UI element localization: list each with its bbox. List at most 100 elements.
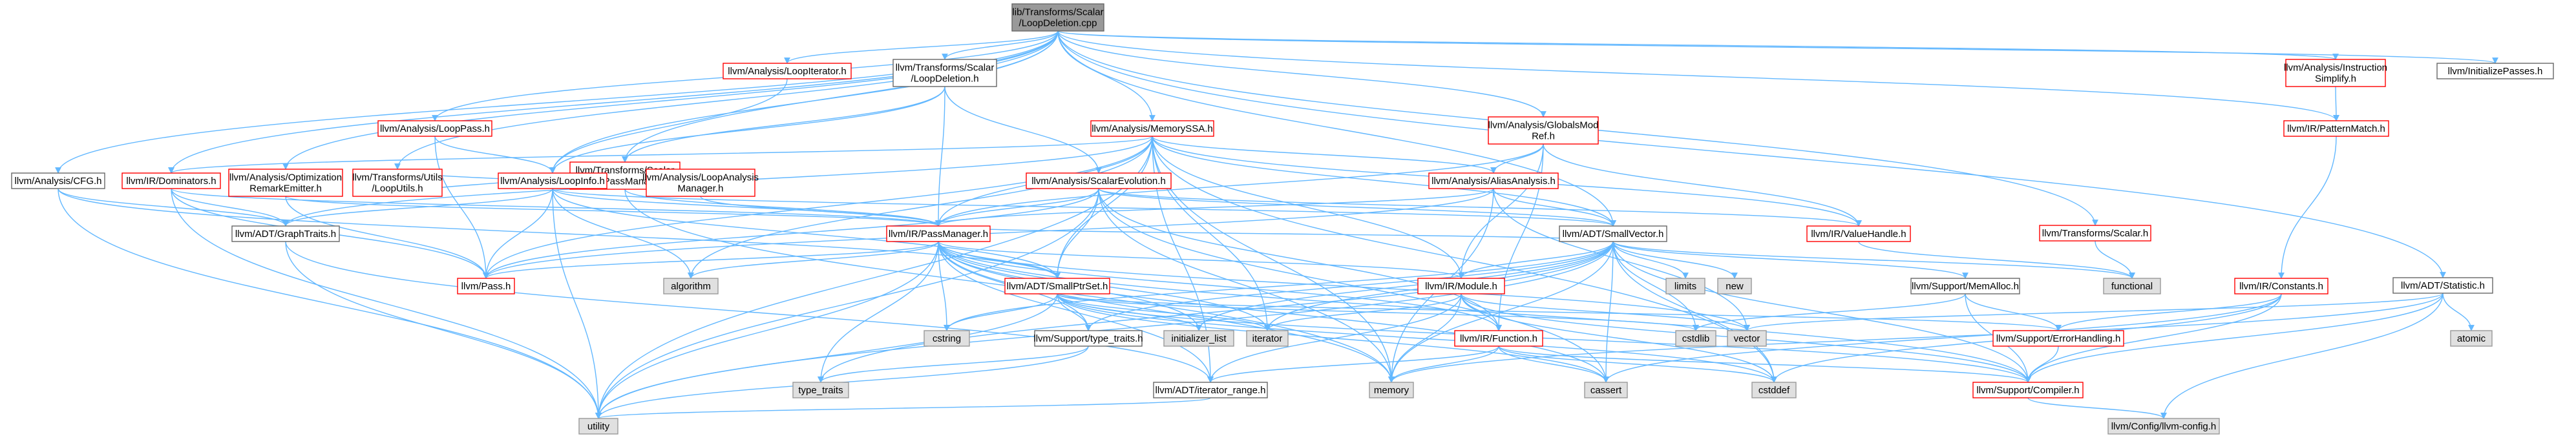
edge-loopdel-to-looppm — [622, 86, 945, 163]
node-compiler[interactable]: llvm/Support/Compiler.h — [1972, 382, 2084, 398]
edge-function-to-iterrange — [1207, 345, 1499, 383]
node-box — [924, 330, 970, 347]
node-box — [2107, 418, 2220, 435]
edge-constants-to-errhandling — [2055, 293, 2282, 331]
node-function[interactable]: llvm/IR/Function.h — [1454, 330, 1543, 347]
edge-globalsmod-to-module — [1458, 143, 1544, 279]
node-looputils[interactable]: llvm/Transforms/Utils/LoopUtils.h — [352, 169, 443, 197]
node-loopdel[interactable]: llvm/Transforms/Scalar/LoopDeletion.h — [892, 59, 997, 87]
edge-loopam-to-passmgr — [700, 196, 942, 227]
edge-module-to-iterator — [1264, 293, 1462, 331]
node-box — [1090, 120, 1214, 137]
edge-root-to-loopinfo — [549, 30, 1059, 174]
node-pass[interactable]: llvm/Pass.h — [457, 278, 515, 294]
node-smallptrset[interactable]: llvm/ADT/SmallPtrSet.h — [1004, 278, 1110, 294]
node-box — [1026, 172, 1172, 189]
node-valuehandle[interactable]: llvm/IR/ValueHandle.h — [1806, 225, 1911, 242]
node-label: llvm/Analysis/LoopAnalysis — [642, 172, 759, 183]
node-scev[interactable]: llvm/Analysis/ScalarEvolution.h — [1026, 172, 1172, 189]
edge-passmgr-to-type_traits — [818, 241, 939, 383]
node-looppass[interactable]: llvm/Analysis/LoopPass.h — [377, 120, 492, 137]
edge-graphtraits-to-iterrange — [285, 241, 1214, 383]
node-statistic[interactable]: llvm/ADT/Statistic.h — [2392, 277, 2493, 294]
node-box — [1992, 330, 2124, 347]
node-label: llvm/IR/Dominators.h — [126, 176, 216, 187]
node-box — [1034, 330, 1143, 347]
edge-memssa-to-dominators — [168, 136, 1153, 174]
node-aa[interactable]: llvm/Analysis/AliasAnalysis.h — [1428, 172, 1559, 189]
node-box — [892, 59, 997, 87]
node-initpasses[interactable]: llvm/InitializePasses.h — [2436, 63, 2554, 79]
edge-loopinfo-to-algorithm — [552, 188, 694, 279]
node-cstdlib: cstdlib — [1675, 330, 1716, 347]
node-label: iterator — [1252, 333, 1283, 344]
edge-smallptrset-to-cstddef — [1057, 293, 1777, 383]
node-functional: functional — [2103, 278, 2161, 294]
edge-smallptrset-to-typetraits_h — [1057, 293, 1092, 331]
node-typetraits_h[interactable]: llvm/Support/type_traits.h — [1033, 330, 1143, 347]
node-cassert: cassert — [1584, 382, 1628, 398]
edge-memssa-to-utility — [595, 136, 1153, 419]
node-box — [2285, 59, 2386, 87]
edge-looppass-to-loopinfo — [434, 136, 556, 174]
nodes-layer: lib/Transforms/Scalar/LoopDeletion.cpp ll… — [11, 3, 2554, 435]
node-box — [663, 278, 719, 294]
node-patmatch[interactable]: llvm/IR/PatternMatch.h — [2283, 120, 2389, 137]
node-box — [352, 169, 443, 197]
node-root: lib/Transforms/Scalar/LoopDeletion.cpp — [1011, 3, 1104, 32]
node-transscalar[interactable]: llvm/Transforms/Scalar.h — [2039, 225, 2151, 242]
node-memory: memory — [1369, 382, 1414, 398]
node-cstddef: cstddef — [1751, 382, 1797, 398]
node-label: initializer_list — [1171, 333, 1227, 344]
node-optremark[interactable]: llvm/Analysis/OptimizationRemarkEmitter.… — [228, 169, 343, 197]
edge-passmgr-to-cstring — [938, 241, 950, 331]
edge-smallvec-to-cstring — [944, 241, 1614, 331]
node-errhandling[interactable]: llvm/Support/ErrorHandling.h — [1992, 330, 2124, 347]
node-smallvec[interactable]: llvm/ADT/SmallVector.h — [1559, 225, 1667, 242]
node-loopiter[interactable]: llvm/Analysis/LoopIterator.h — [723, 63, 852, 79]
edge-statistic-to-llvmconfig — [2160, 293, 2444, 419]
edge-scev-to-valuehandle — [1098, 188, 1862, 227]
edge-passmgr-to-module — [938, 241, 1464, 279]
node-cfg[interactable]: llvm/Analysis/CFG.h — [11, 172, 105, 189]
node-iterrange[interactable]: llvm/ADT/iterator_range.h — [1153, 382, 1268, 398]
edge-root-to-cfg — [55, 30, 1059, 174]
node-box — [1246, 330, 1289, 347]
edge-statistic-to-vector — [1744, 293, 2444, 331]
node-loopinfo[interactable]: llvm/Analysis/LoopInfo.h — [498, 172, 607, 189]
edge-memalloc-to-errhandling — [1965, 293, 2062, 331]
edge-smallvec-to-functional — [1612, 241, 2135, 279]
node-initlist: initializer_list — [1163, 330, 1234, 347]
edge-root-to-smallvec — [1057, 30, 1616, 227]
node-memssa[interactable]: llvm/Analysis/MemorySSA.h — [1090, 120, 1214, 137]
node-label: llvm/Support/type_traits.h — [1033, 333, 1143, 344]
edge-looppm-to-passmgr — [624, 189, 942, 227]
node-module[interactable]: llvm/IR/Module.h — [1417, 278, 1505, 294]
node-cstring: cstring — [924, 330, 970, 347]
node-label: llvm/Transforms/Scalar — [896, 63, 995, 74]
edge-loopinfo-to-pass — [483, 188, 553, 279]
edge-smallptrset-to-iterator — [1057, 293, 1271, 331]
node-label: llvm/Pass.h — [461, 281, 511, 292]
edge-smallptrset-to-utility — [595, 293, 1058, 419]
node-memalloc[interactable]: llvm/Support/MemAlloc.h — [1910, 278, 2020, 294]
node-constants[interactable]: llvm/IR/Constants.h — [2234, 278, 2328, 294]
node-box — [1675, 330, 1716, 347]
edge-statistic-to-memory — [1388, 293, 2444, 383]
node-dominators[interactable]: llvm/IR/Dominators.h — [121, 172, 221, 189]
edge-scev-to-passmgr — [935, 188, 1099, 227]
node-label: /LoopDeletion.h — [911, 74, 978, 85]
node-box — [121, 172, 221, 189]
edge-root-to-globalsmod — [1057, 30, 1547, 118]
node-box — [1665, 278, 1705, 294]
node-passmgr[interactable]: llvm/IR/PassManager.h — [886, 225, 991, 242]
node-box — [11, 172, 105, 189]
node-graphtraits[interactable]: llvm/ADT/GraphTraits.h — [231, 225, 340, 242]
node-label: memory — [1374, 385, 1409, 396]
node-label: Ref.h — [1532, 131, 1555, 142]
node-label: cstdlib — [1682, 333, 1710, 344]
edge-memssa-to-smallvec — [1152, 136, 1616, 227]
